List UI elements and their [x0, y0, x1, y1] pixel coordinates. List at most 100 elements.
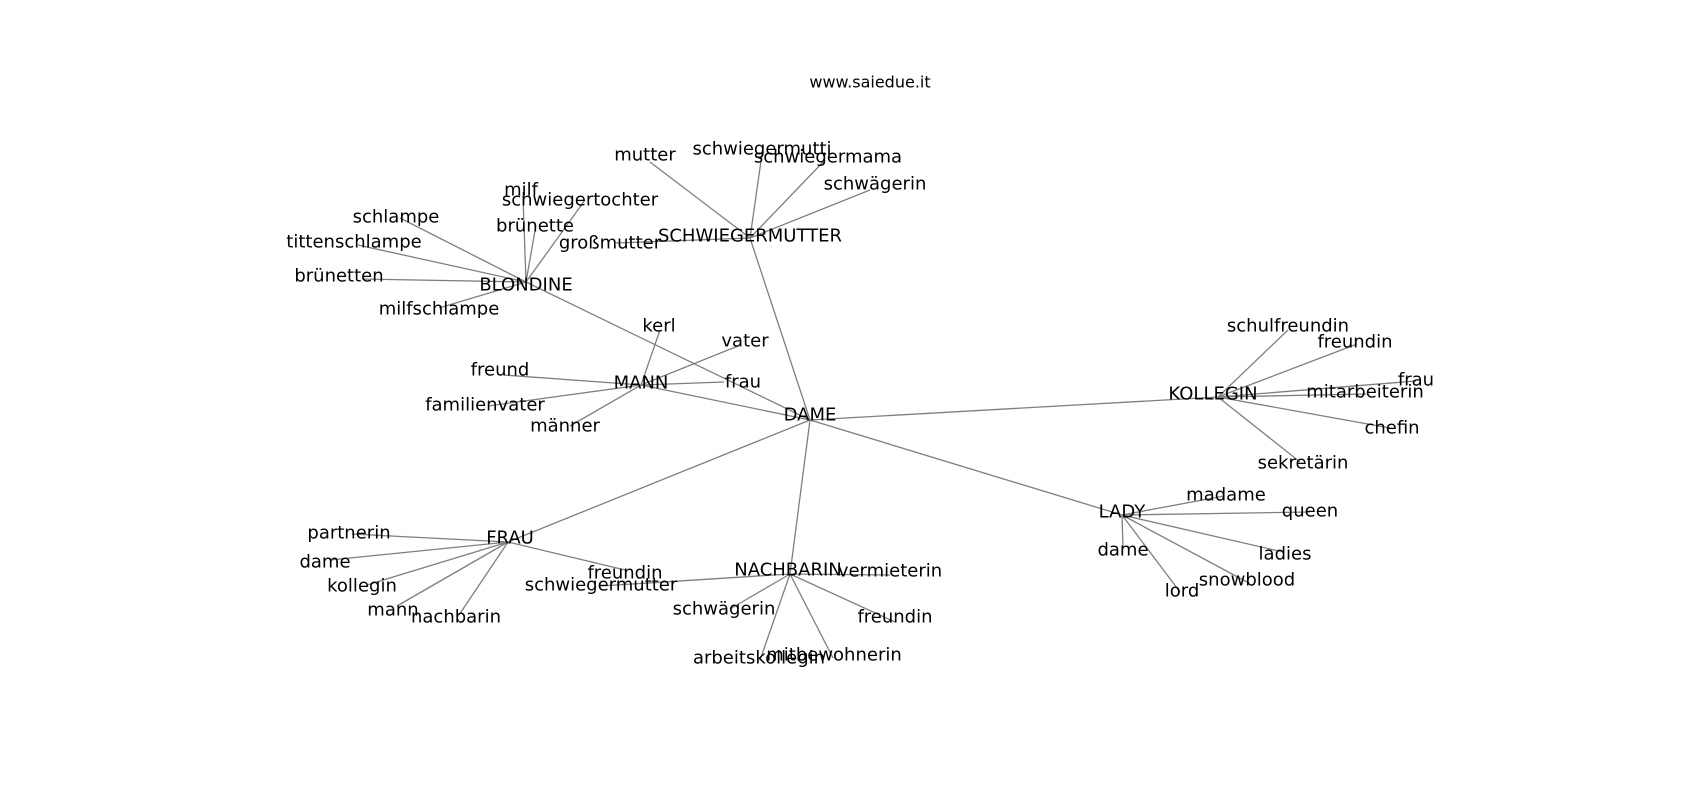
edge-blondine-schlampe: [399, 217, 527, 283]
node-label-vermieterin: vermieterin: [838, 561, 942, 582]
node-label-mitbewohnerin: mitbewohnerin: [766, 645, 902, 666]
node-label-freundin-k: freundin: [1317, 332, 1392, 353]
edge-dame_center-lady: [809, 419, 1123, 516]
edge-schwiegermutter-schwiegermama: [749, 159, 826, 239]
edge-kollegin-sekretaerin: [1217, 396, 1301, 463]
node-label-partnerin: partnerin: [307, 523, 390, 544]
edge-blondine-bruenette: [525, 224, 537, 283]
node-label-lord: lord: [1165, 581, 1200, 602]
node-label-frau-k: frau: [1398, 370, 1434, 391]
edge-dame_center-mann: [640, 384, 811, 421]
edge-kollegin-mitarbeiterin: [1217, 393, 1367, 398]
edge-nachbarin-freundin_n: [789, 573, 896, 623]
node-label-blondine: BLONDINE: [479, 275, 572, 296]
edge-dame_center-frau: [507, 419, 811, 543]
edge-lady-madame: [1121, 495, 1225, 516]
node-label-nachbarin: NACHBARIN: [734, 560, 842, 581]
edge-lady-dame_l: [1121, 514, 1124, 549]
node-label-snowblood: snowblood: [1199, 570, 1295, 591]
edge-lady-lord: [1121, 514, 1181, 593]
node-layer: DAME MANN kerl vater frau freund familienvater…: [286, 139, 1434, 669]
edge-lady-queen: [1121, 511, 1311, 516]
node-label-ladies: ladies: [1259, 544, 1312, 565]
edge-lady-ladies: [1121, 514, 1284, 553]
edge-nachbarin-schwiegermutter_n: [599, 573, 791, 587]
node-label-bruenette: brünette: [496, 216, 574, 237]
edge-blondine-tittenschlampe: [357, 244, 527, 283]
edge-schwiegermutter-grossmutter: [615, 237, 751, 244]
watermark-text: www.saiedue.it: [809, 73, 930, 92]
node-label-lady: LADY: [1099, 502, 1147, 523]
edge-blondine-bruenetten: [361, 278, 527, 283]
node-label-freundin-n: freundin: [857, 607, 932, 628]
node-label-milfschlampe: milfschlampe: [379, 299, 500, 320]
node-label-queen: queen: [1282, 501, 1338, 522]
node-label-nachbarin-f: nachbarin: [411, 607, 501, 628]
edge-frau-partnerin: [351, 533, 509, 543]
node-label-schwaegerin-sm: schwägerin: [824, 174, 927, 195]
node-label-madame: madame: [1186, 485, 1266, 506]
node-label-freundin-f: freundin: [587, 563, 662, 584]
node-label-schwiegermutter-n: schwiegermutter: [525, 575, 678, 596]
node-label-maenner: männer: [530, 416, 600, 437]
edge-frau-freundin_f: [507, 541, 626, 571]
edge-mann-familienvater: [487, 384, 642, 407]
edge-nachbarin-arbeitskollegin: [759, 573, 791, 661]
edge-kollegin-frau_k: [1217, 380, 1417, 398]
node-label-kerl: kerl: [642, 316, 675, 337]
node-label-dame-center: DAME: [784, 405, 837, 426]
edge-nachbarin-vermieterin: [789, 573, 891, 576]
node-label-mann-f: mann: [367, 600, 418, 621]
node-label-mann: MANN: [614, 373, 669, 394]
edge-blondine-milf: [522, 195, 527, 283]
node-label-mutter: mutter: [614, 145, 676, 166]
node-label-tittenschlampe: tittenschlampe: [286, 232, 421, 253]
edge-kollegin-schulfreundin: [1217, 329, 1289, 398]
edge-mann-vater: [640, 345, 739, 386]
node-label-schwiegermama: schwiegermama: [754, 147, 902, 168]
edge-mann-frau_mann: [640, 381, 725, 386]
edge-frau-mann_f: [396, 541, 509, 607]
node-label-schwiegermutti: schwiegermutti: [692, 139, 831, 160]
node-label-freund: freund: [471, 360, 530, 381]
edge-schwiegermutter-mutter: [649, 161, 751, 239]
node-label-milf: milf: [504, 180, 539, 201]
edge-layer: [329, 153, 1417, 661]
edge-frau-dame_f: [329, 541, 509, 561]
node-label-frau: FRAU: [486, 528, 534, 549]
edge-kollegin-chefin: [1217, 396, 1391, 429]
node-label-arbeitskollegin: arbeitskollegin: [693, 648, 825, 669]
node-label-kollegin: KOLLEGIN: [1168, 384, 1257, 405]
node-label-schwaegerin-n: schwägerin: [673, 599, 776, 620]
node-label-kollegin-f: kollegin: [327, 576, 397, 597]
node-label-familienvater: familienvater: [425, 395, 545, 416]
edge-frau-kollegin_f: [366, 541, 509, 586]
edge-blondine-milfschlampe: [438, 281, 527, 309]
node-label-dame-l: dame: [1097, 540, 1148, 561]
edge-schwiegermutter-schwiegermutti: [749, 153, 763, 239]
node-label-schulfreundin: schulfreundin: [1227, 316, 1349, 337]
edge-dame_center-nachbarin: [789, 419, 811, 575]
edge-mann-kerl: [640, 329, 661, 386]
edge-lady-snowblood: [1121, 514, 1248, 583]
node-label-schwiegertochter: schwiegertochter: [502, 190, 659, 211]
edge-dame_center-kollegin: [809, 396, 1219, 421]
edge-nachbarin-mitbewohnerin: [789, 573, 834, 659]
node-label-chefin: chefin: [1364, 418, 1419, 439]
edge-dame_center-schwiegermutter: [749, 237, 811, 421]
edge-mann-freund: [503, 374, 642, 386]
node-label-mitarbeiterin: mitarbeiterin: [1306, 382, 1423, 403]
edge-frau-nachbarin_f: [458, 541, 509, 616]
edge-dame_center-blondine: [525, 281, 811, 421]
edge-blondine-schwiegertochter: [525, 199, 586, 283]
node-label-schlampe: schlampe: [353, 207, 440, 228]
node-label-bruenetten: brünetten: [294, 266, 383, 287]
edge-mann-maenner: [569, 384, 642, 427]
node-label-dame-f: dame: [299, 552, 350, 573]
edge-kollegin-freundin_k: [1217, 343, 1358, 398]
node-label-vater: vater: [721, 331, 769, 352]
node-label-grossmutter: großmutter: [559, 233, 662, 254]
node-label-sekretaerin: sekretärin: [1258, 453, 1349, 474]
edge-nachbarin-schwaegerin_n: [729, 573, 791, 610]
